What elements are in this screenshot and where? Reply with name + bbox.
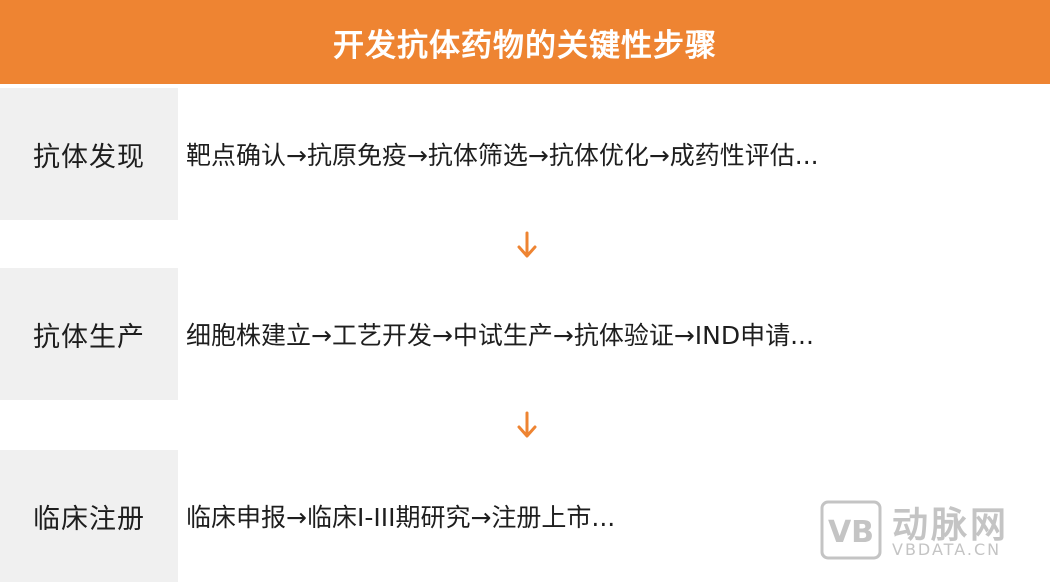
step-label-box-1: 抗体发现 — [0, 88, 178, 220]
logo-text: VB — [828, 515, 874, 550]
down-arrow-icon — [517, 231, 537, 258]
down-arrow-icon — [517, 411, 537, 438]
step-description-text-3: 临床申报→临床I-III期研究→注册上市... — [186, 503, 616, 532]
step-description-2: 细胞株建立→工艺开发→中试生产→抗体验证→IND申请... — [186, 268, 814, 400]
vbdata-logo-icon: VB — [820, 500, 882, 560]
step-label-box-2: 抗体生产 — [0, 268, 178, 400]
step-description-3: 临床申报→临床I-III期研究→注册上市... — [186, 450, 615, 582]
step-description-text-2: 细胞株建立→工艺开发→中试生产→抗体验证→IND申请... — [186, 321, 814, 350]
watermark-url: VBDATA.CN — [892, 540, 1002, 559]
step-label-1: 抗体发现 — [33, 141, 145, 173]
watermark-name: 动脉网 — [892, 505, 1010, 546]
step-description-text-1: 靶点确认→抗原免疫→抗体筛选→抗体优化→成药性评估... — [186, 141, 819, 170]
title-banner: 开发抗体药物的关键性步骤 — [0, 0, 1050, 84]
step-label-3: 临床注册 — [33, 503, 145, 535]
step-label-box-3: 临床注册 — [0, 450, 178, 582]
step-description-1: 靶点确认→抗原免疫→抗体筛选→抗体优化→成药性评估... — [186, 88, 819, 220]
diagram-title: 开发抗体药物的关键性步骤 — [333, 27, 717, 64]
step-label-2: 抗体生产 — [33, 321, 145, 353]
watermark: VB 动脉网 VBDATA.CN — [820, 496, 1030, 566]
